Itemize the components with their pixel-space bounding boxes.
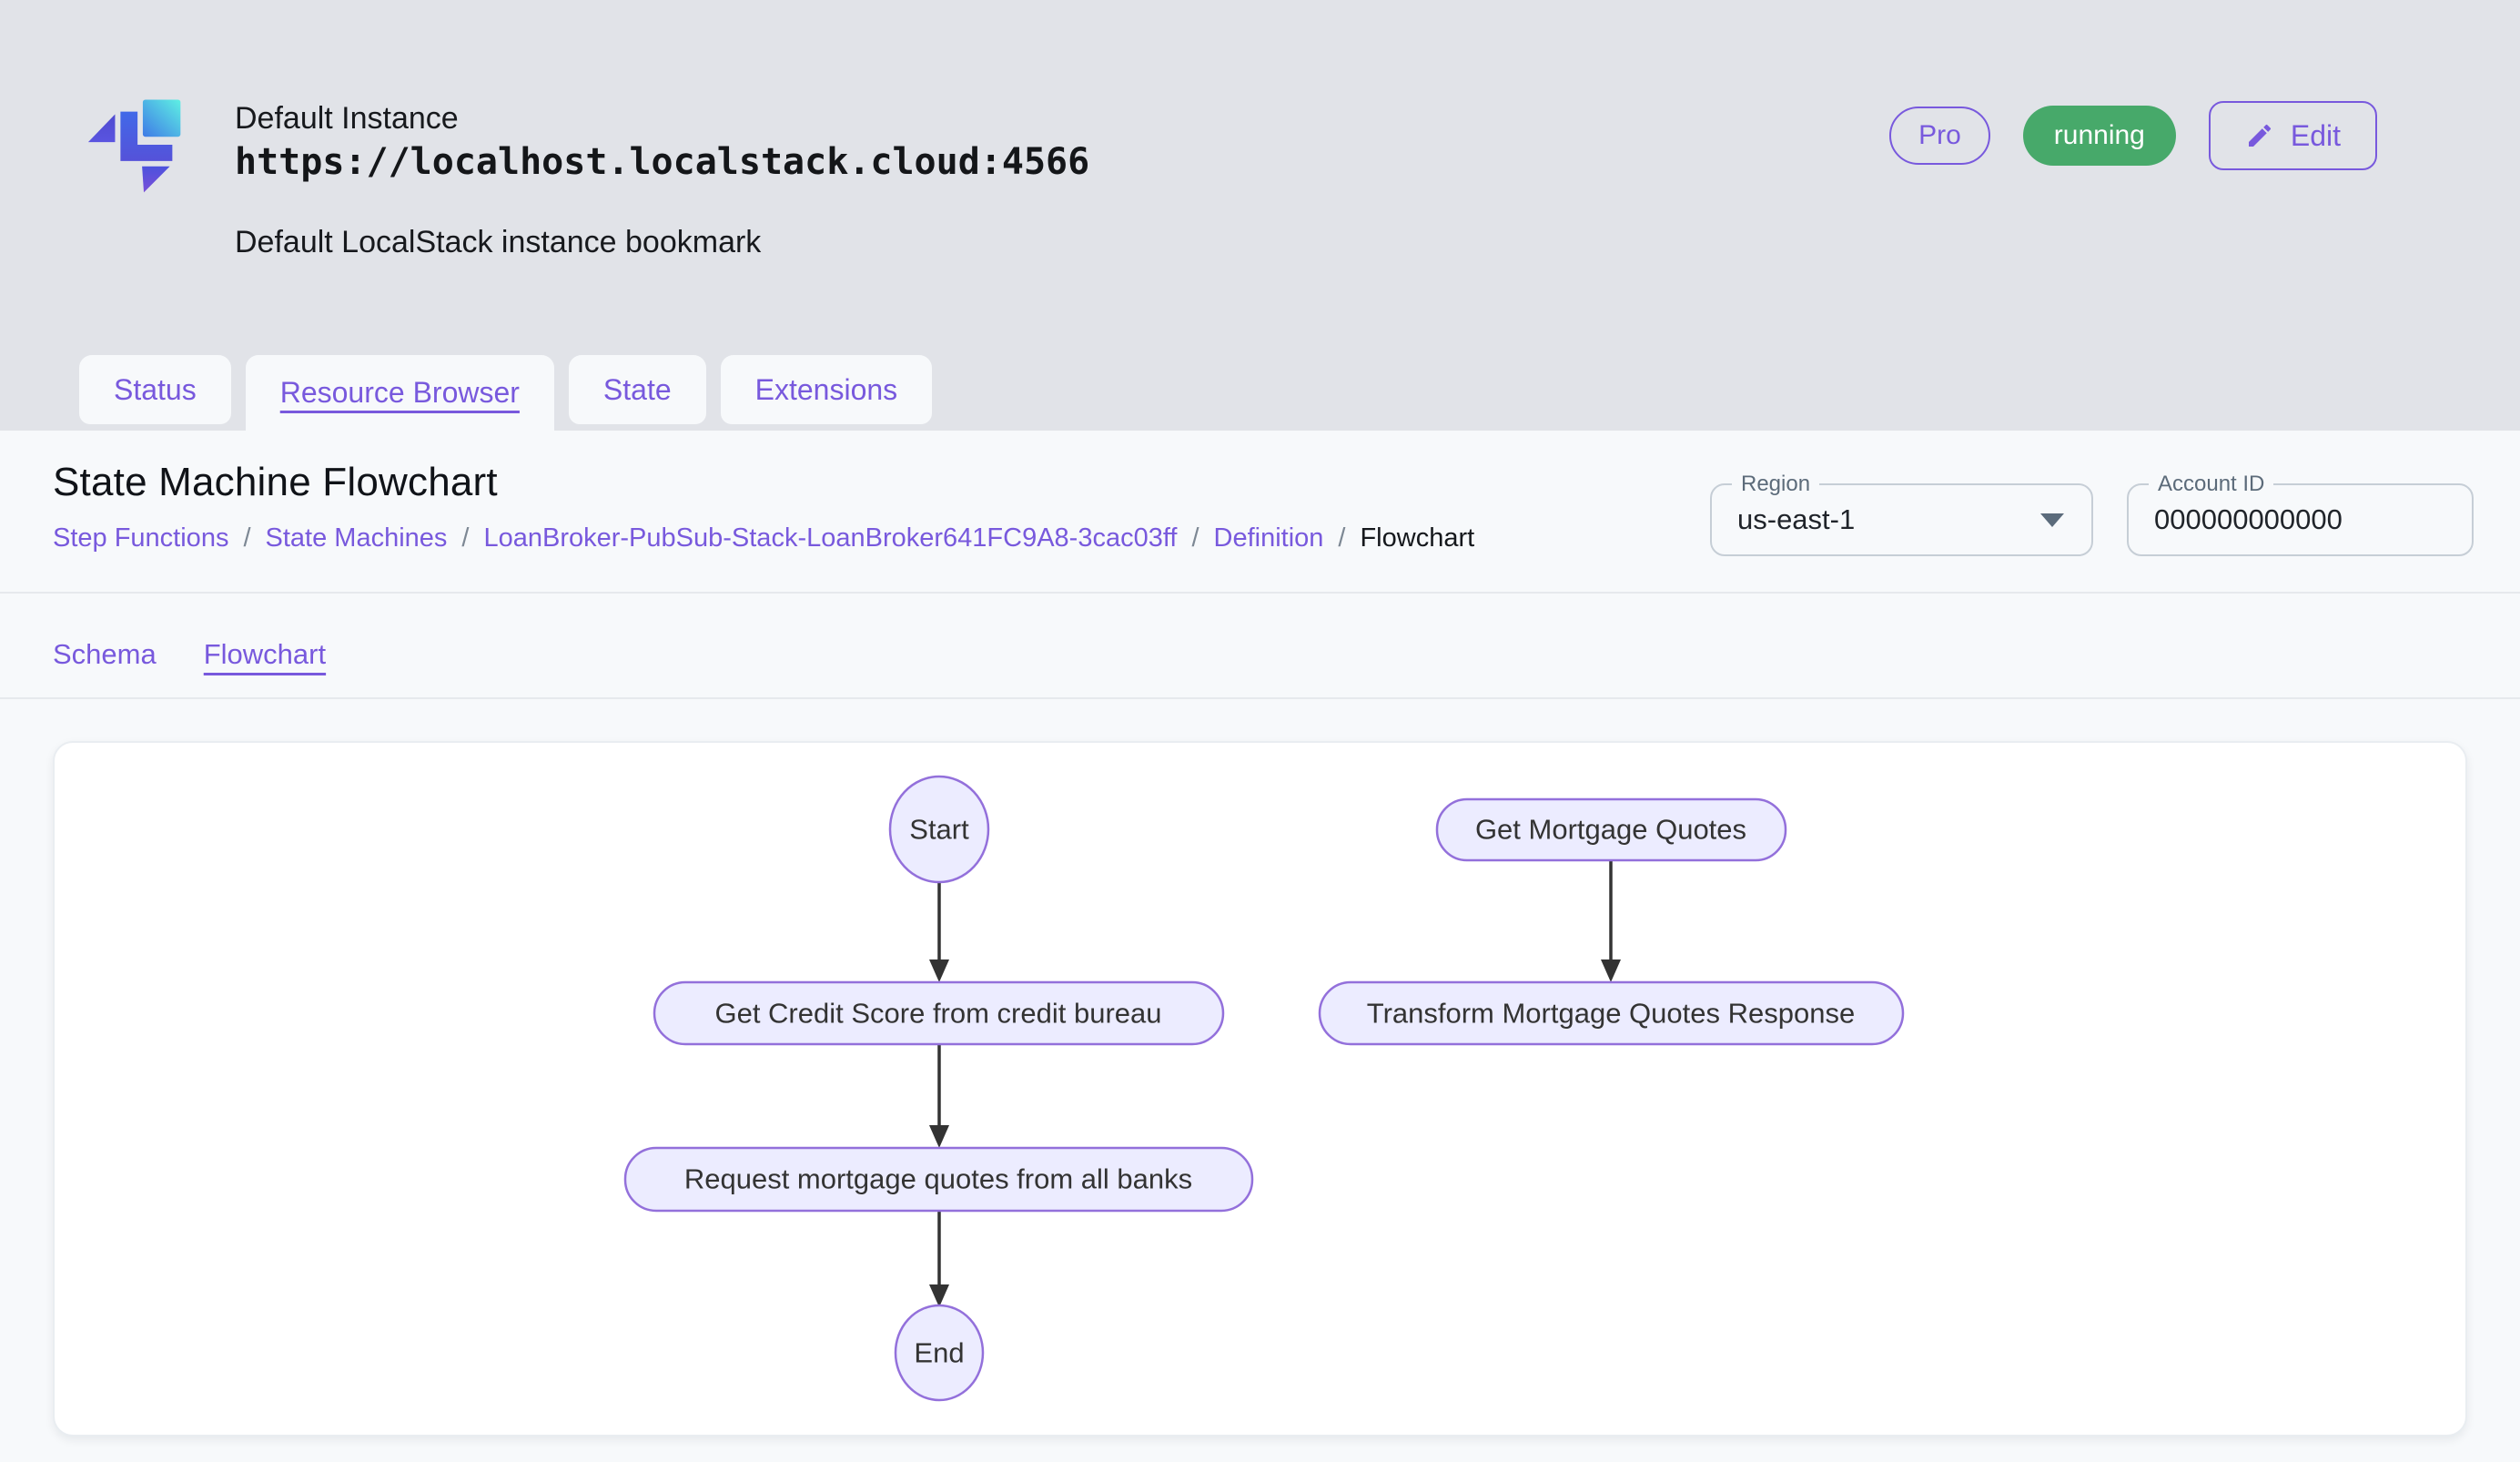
breadcrumb-separator: /: [1338, 523, 1346, 553]
instance-name: Default Instance: [235, 101, 459, 136]
subtab-flowchart[interactable]: Flowchart: [203, 638, 327, 670]
instance-url: https://localhost.localstack.cloud:4566: [235, 141, 1090, 183]
instance-info: Default Instance https://localhost.local…: [235, 98, 1089, 262]
breadcrumb-current: Flowchart: [1360, 523, 1475, 553]
header-actions: Pro running Edit: [1889, 100, 2377, 171]
flow-node-get-mortgage-quotes: Get Mortgage Quotes: [1435, 797, 1787, 862]
view-subtabs: Schema Flowchart: [53, 638, 326, 671]
flow-node-request-quotes: Request mortgage quotes from all banks: [623, 1146, 1254, 1213]
instance-description: Default LocalStack instance bookmark: [235, 225, 762, 259]
tab-status[interactable]: Status: [79, 355, 231, 424]
status-badge: running: [2022, 106, 2176, 166]
breadcrumb: Step Functions / State Machines / LoanBr…: [53, 523, 1474, 553]
svg-text:Get Credit Score from credit b: Get Credit Score from credit bureau: [714, 998, 1161, 1030]
tab-resource-browser[interactable]: Resource Browser: [245, 355, 554, 431]
content-panel: State Machine Flowchart Step Functions /…: [0, 431, 2520, 1462]
breadcrumb-separator: /: [243, 523, 251, 553]
flow-edge-start-to-credit: [929, 882, 949, 982]
edit-button[interactable]: Edit: [2208, 101, 2377, 170]
region-label: Region: [1732, 471, 1820, 498]
chevron-down-icon: [2040, 513, 2064, 527]
flowchart-card: Start Get Credit Score from credit burea…: [53, 741, 2467, 1437]
page-title: State Machine Flowchart: [53, 460, 498, 504]
breadcrumb-definition[interactable]: Definition: [1213, 523, 1324, 553]
breadcrumb-separator: /: [461, 523, 470, 553]
breadcrumb-separator: /: [1191, 523, 1199, 553]
flowchart-canvas: Start Get Credit Score from credit burea…: [623, 775, 1905, 1402]
breadcrumb-step-functions[interactable]: Step Functions: [53, 523, 229, 553]
flow-edge-request-to-end: [929, 1211, 949, 1307]
tab-extensions[interactable]: Extensions: [720, 355, 933, 424]
flow-node-get-credit-score: Get Credit Score from credit bureau: [653, 980, 1225, 1046]
region-select[interactable]: Region us-east-1: [1710, 471, 2093, 556]
account-id-input[interactable]: [2129, 485, 2472, 554]
pencil-icon: [2248, 124, 2271, 147]
breadcrumb-state-machine-name[interactable]: LoanBroker-PubSub-Stack-LoanBroker641FC9…: [483, 523, 1178, 553]
subtabs-divider: [0, 697, 2520, 699]
tab-state[interactable]: State: [568, 355, 706, 424]
flow-node-transform-response: Transform Mortgage Quotes Response: [1318, 980, 1905, 1046]
svg-text:Start: Start: [909, 814, 969, 846]
flow-edge-quotes-to-transform: [1601, 860, 1621, 982]
localstack-logo: [87, 99, 181, 193]
flow-edge-credit-to-request: [929, 1044, 949, 1148]
svg-text:Request mortgage quotes from a: Request mortgage quotes from all banks: [684, 1163, 1192, 1195]
main-tabs: Status Resource Browser State Extensions: [79, 355, 933, 431]
edit-button-label: Edit: [2290, 118, 2341, 152]
header-divider: [0, 592, 2520, 594]
svg-text:End: End: [914, 1337, 964, 1369]
flow-node-end: End: [894, 1304, 985, 1402]
pro-badge: Pro: [1889, 107, 1990, 165]
svg-text:Get Mortgage Quotes: Get Mortgage Quotes: [1475, 814, 1746, 846]
flow-node-start: Start: [888, 775, 990, 884]
breadcrumb-state-machines[interactable]: State Machines: [265, 523, 448, 553]
svg-text:Transform Mortgage Quotes Resp: Transform Mortgage Quotes Response: [1367, 998, 1855, 1030]
account-id-field: Account ID: [2127, 471, 2474, 556]
region-value: us-east-1: [1737, 503, 1856, 535]
subtab-schema[interactable]: Schema: [53, 638, 157, 670]
